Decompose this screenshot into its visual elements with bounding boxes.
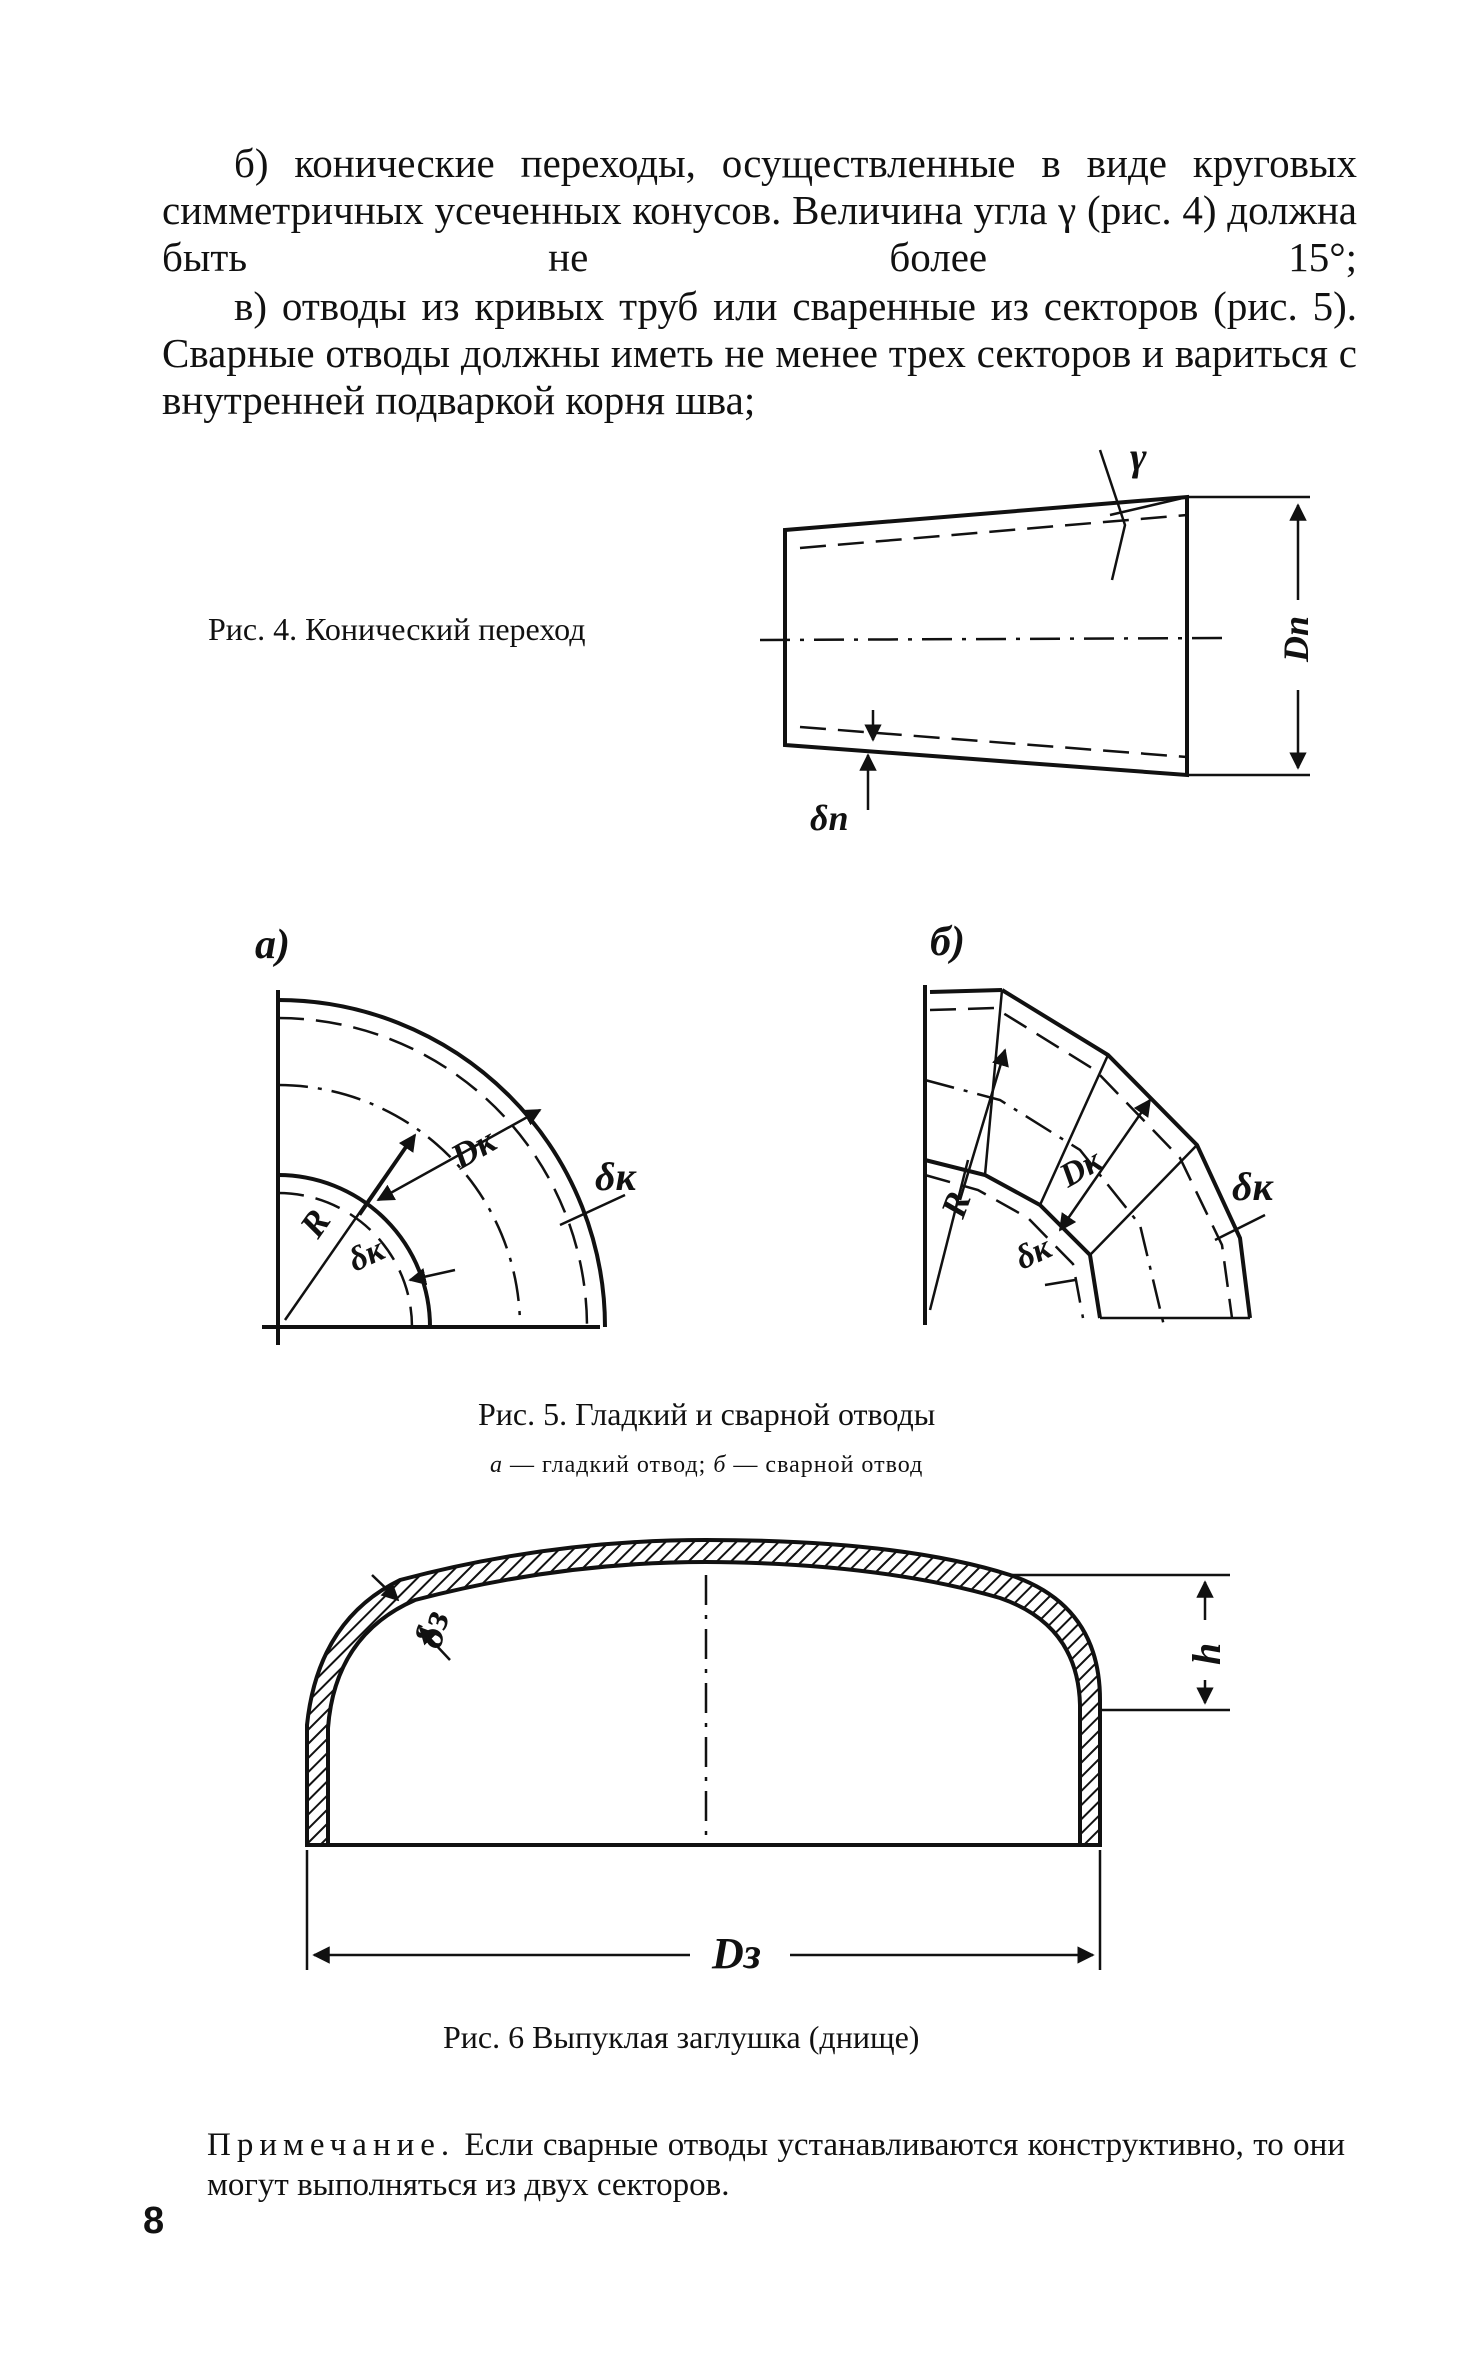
paragraph-item-b: б) конические переходы, осуществленные в… <box>162 140 1357 280</box>
fig5-legend-a-letter: а <box>490 1452 503 1478</box>
fig5-legend: а — гладкий отвод; б — сварной отвод <box>490 1450 923 1480</box>
fig5b-label-dk-outer: δк <box>1232 1164 1274 1209</box>
fig5b-radius-line <box>928 1159 970 1311</box>
note-text: Если сварные отводы устанавливаются конс… <box>207 2127 1345 2203</box>
fig6-height-label: h <box>1184 1643 1229 1665</box>
fig6-thickness-label: δз <box>405 1606 458 1653</box>
fig5-legend-a-text: — гладкий отвод; <box>503 1452 714 1478</box>
fig5a-smooth-bend <box>262 990 626 1345</box>
fig5-caption: Рис. 5. Гладкий и сварной отводы <box>478 1396 936 1432</box>
fig4-centerline <box>759 636 1231 642</box>
note-label: Примечание. <box>207 2127 456 2163</box>
fig5-label-a: а) <box>255 922 290 968</box>
fig5-label-b: б) <box>930 919 965 965</box>
fig4-gamma-ray <box>1098 449 1127 581</box>
fig6-caption: Рис. 6 Выпуклая заглушка (днище) <box>443 2019 920 2055</box>
fig4-gamma-label: γ <box>1130 434 1147 479</box>
fig5b-welded-bend <box>923 985 1266 1331</box>
fig6-cap-wall <box>305 1537 1102 1847</box>
page-number: 8 <box>143 2200 165 2242</box>
fig5-legend-b-text: — сварной отвод <box>726 1452 924 1478</box>
fig4-caption: Рис. 4. Конический переход <box>208 611 586 647</box>
fig5-legend-b-letter: б <box>713 1452 727 1478</box>
paragraph-item-v: в) отводы из кривых труб или сваренные и… <box>162 283 1357 423</box>
note-paragraph: Примечание. Если сварные отводы устанавл… <box>207 2125 1345 2205</box>
fig6-diameter-label: Dз <box>711 1929 761 1978</box>
fig4-inner-wall-bottom <box>799 725 1188 759</box>
fig4-thickness-label: δп <box>810 798 848 838</box>
fig5a-label-dk-outer: δк <box>595 1154 637 1199</box>
fig4-diameter-label: Dп <box>1276 616 1316 663</box>
